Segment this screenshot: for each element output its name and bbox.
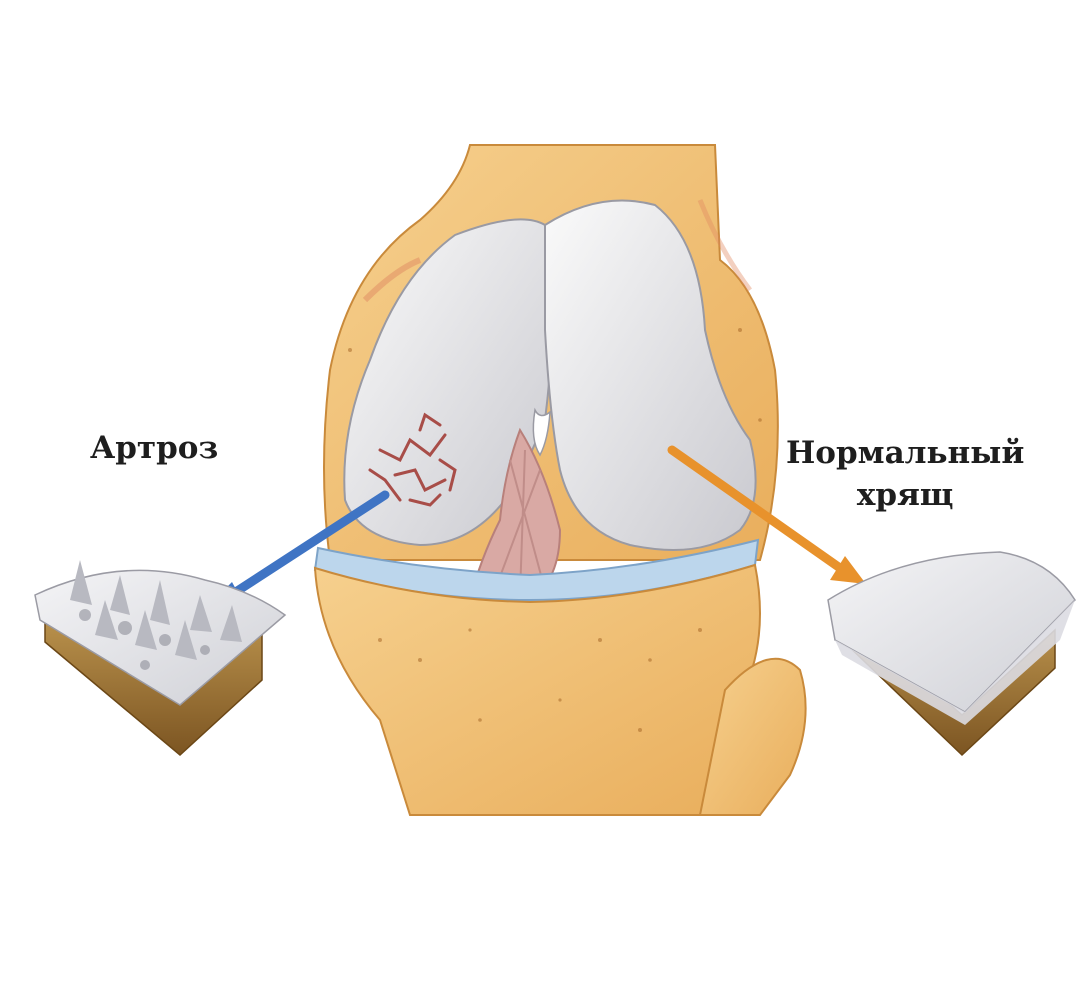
medial-condyle [544,199,757,551]
normal-cartilage-label: Нормальный хрящ [786,433,1024,517]
healthy-cartilage-block-icon [827,551,1076,757]
normal-cartilage-label-line1: Нормальный [786,435,1025,471]
normal-cartilage-label-line2: хрящ [856,476,954,513]
fibula [698,657,807,816]
cartilage-damage [368,412,457,507]
arrow-to-normal-cartilage [667,445,866,584]
damaged-cartilage-block-icon [34,560,287,756]
tibia [313,563,761,816]
arthrosis-label: Артроз [90,430,219,466]
